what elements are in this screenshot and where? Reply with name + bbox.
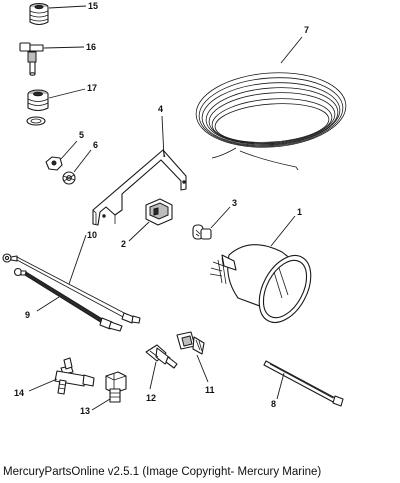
part-12-adapter-fitting — [145, 344, 178, 369]
part-2-lamp-socket — [145, 198, 173, 226]
label-part-12: 12 — [146, 393, 156, 403]
leader-15 — [48, 5, 87, 9]
leader-11 — [196, 354, 209, 383]
leader-7 — [280, 36, 303, 64]
copyright-caption: MercuryPartsOnline v2.5.1 (Image Copyrig… — [3, 466, 322, 478]
part-8-cable-tie — [263, 360, 344, 407]
label-part-13: 13 — [80, 406, 90, 416]
label-part-4: 4 — [158, 104, 163, 114]
part-5-hex-nut — [45, 156, 63, 171]
label-part-7: 7 — [304, 25, 309, 35]
leader-3 — [210, 206, 231, 229]
leader-4 — [161, 115, 165, 158]
label-part-5: 5 — [79, 130, 84, 140]
part-13-hex-adapter — [105, 371, 127, 403]
leader-17 — [48, 88, 86, 99]
part-14-tee-fitting — [54, 357, 95, 395]
leader-5 — [60, 140, 78, 160]
leader-9 — [36, 296, 60, 312]
leader-12 — [149, 361, 157, 390]
label-part-10: 10 — [87, 230, 97, 240]
label-part-1: 1 — [297, 207, 302, 217]
leader-8 — [276, 372, 285, 400]
label-part-6: 6 — [93, 140, 98, 150]
leader-14 — [28, 378, 58, 392]
part-11-sender-fitting — [176, 331, 205, 355]
label-part-14: 14 — [14, 388, 24, 398]
part-1-gauge — [209, 244, 312, 323]
leader-2 — [128, 221, 150, 242]
leader-6 — [73, 149, 92, 173]
part-3-lamp-bulb — [192, 224, 212, 240]
label-part-17: 17 — [87, 83, 97, 93]
label-part-2: 2 — [121, 239, 126, 249]
leader-1 — [270, 215, 296, 247]
part-7-coiled-tubing — [195, 72, 347, 171]
part-15-fitting — [29, 3, 49, 26]
label-part-3: 3 — [232, 198, 237, 208]
leader-16 — [43, 46, 85, 49]
part-17-plug-with-o-ring — [26, 89, 49, 126]
leader-13 — [91, 398, 111, 411]
part-6-lock-washer — [62, 171, 76, 185]
label-part-16: 16 — [86, 42, 96, 52]
label-part-15: 15 — [88, 1, 98, 11]
label-part-9: 9 — [25, 310, 30, 320]
part-16-elbow-fitting — [19, 42, 44, 76]
leader-10 — [68, 234, 87, 285]
label-part-11: 11 — [205, 385, 215, 395]
part-10-wire-harness — [2, 253, 141, 324]
part-9-wire — [13, 267, 123, 332]
label-part-8: 8 — [271, 399, 276, 409]
